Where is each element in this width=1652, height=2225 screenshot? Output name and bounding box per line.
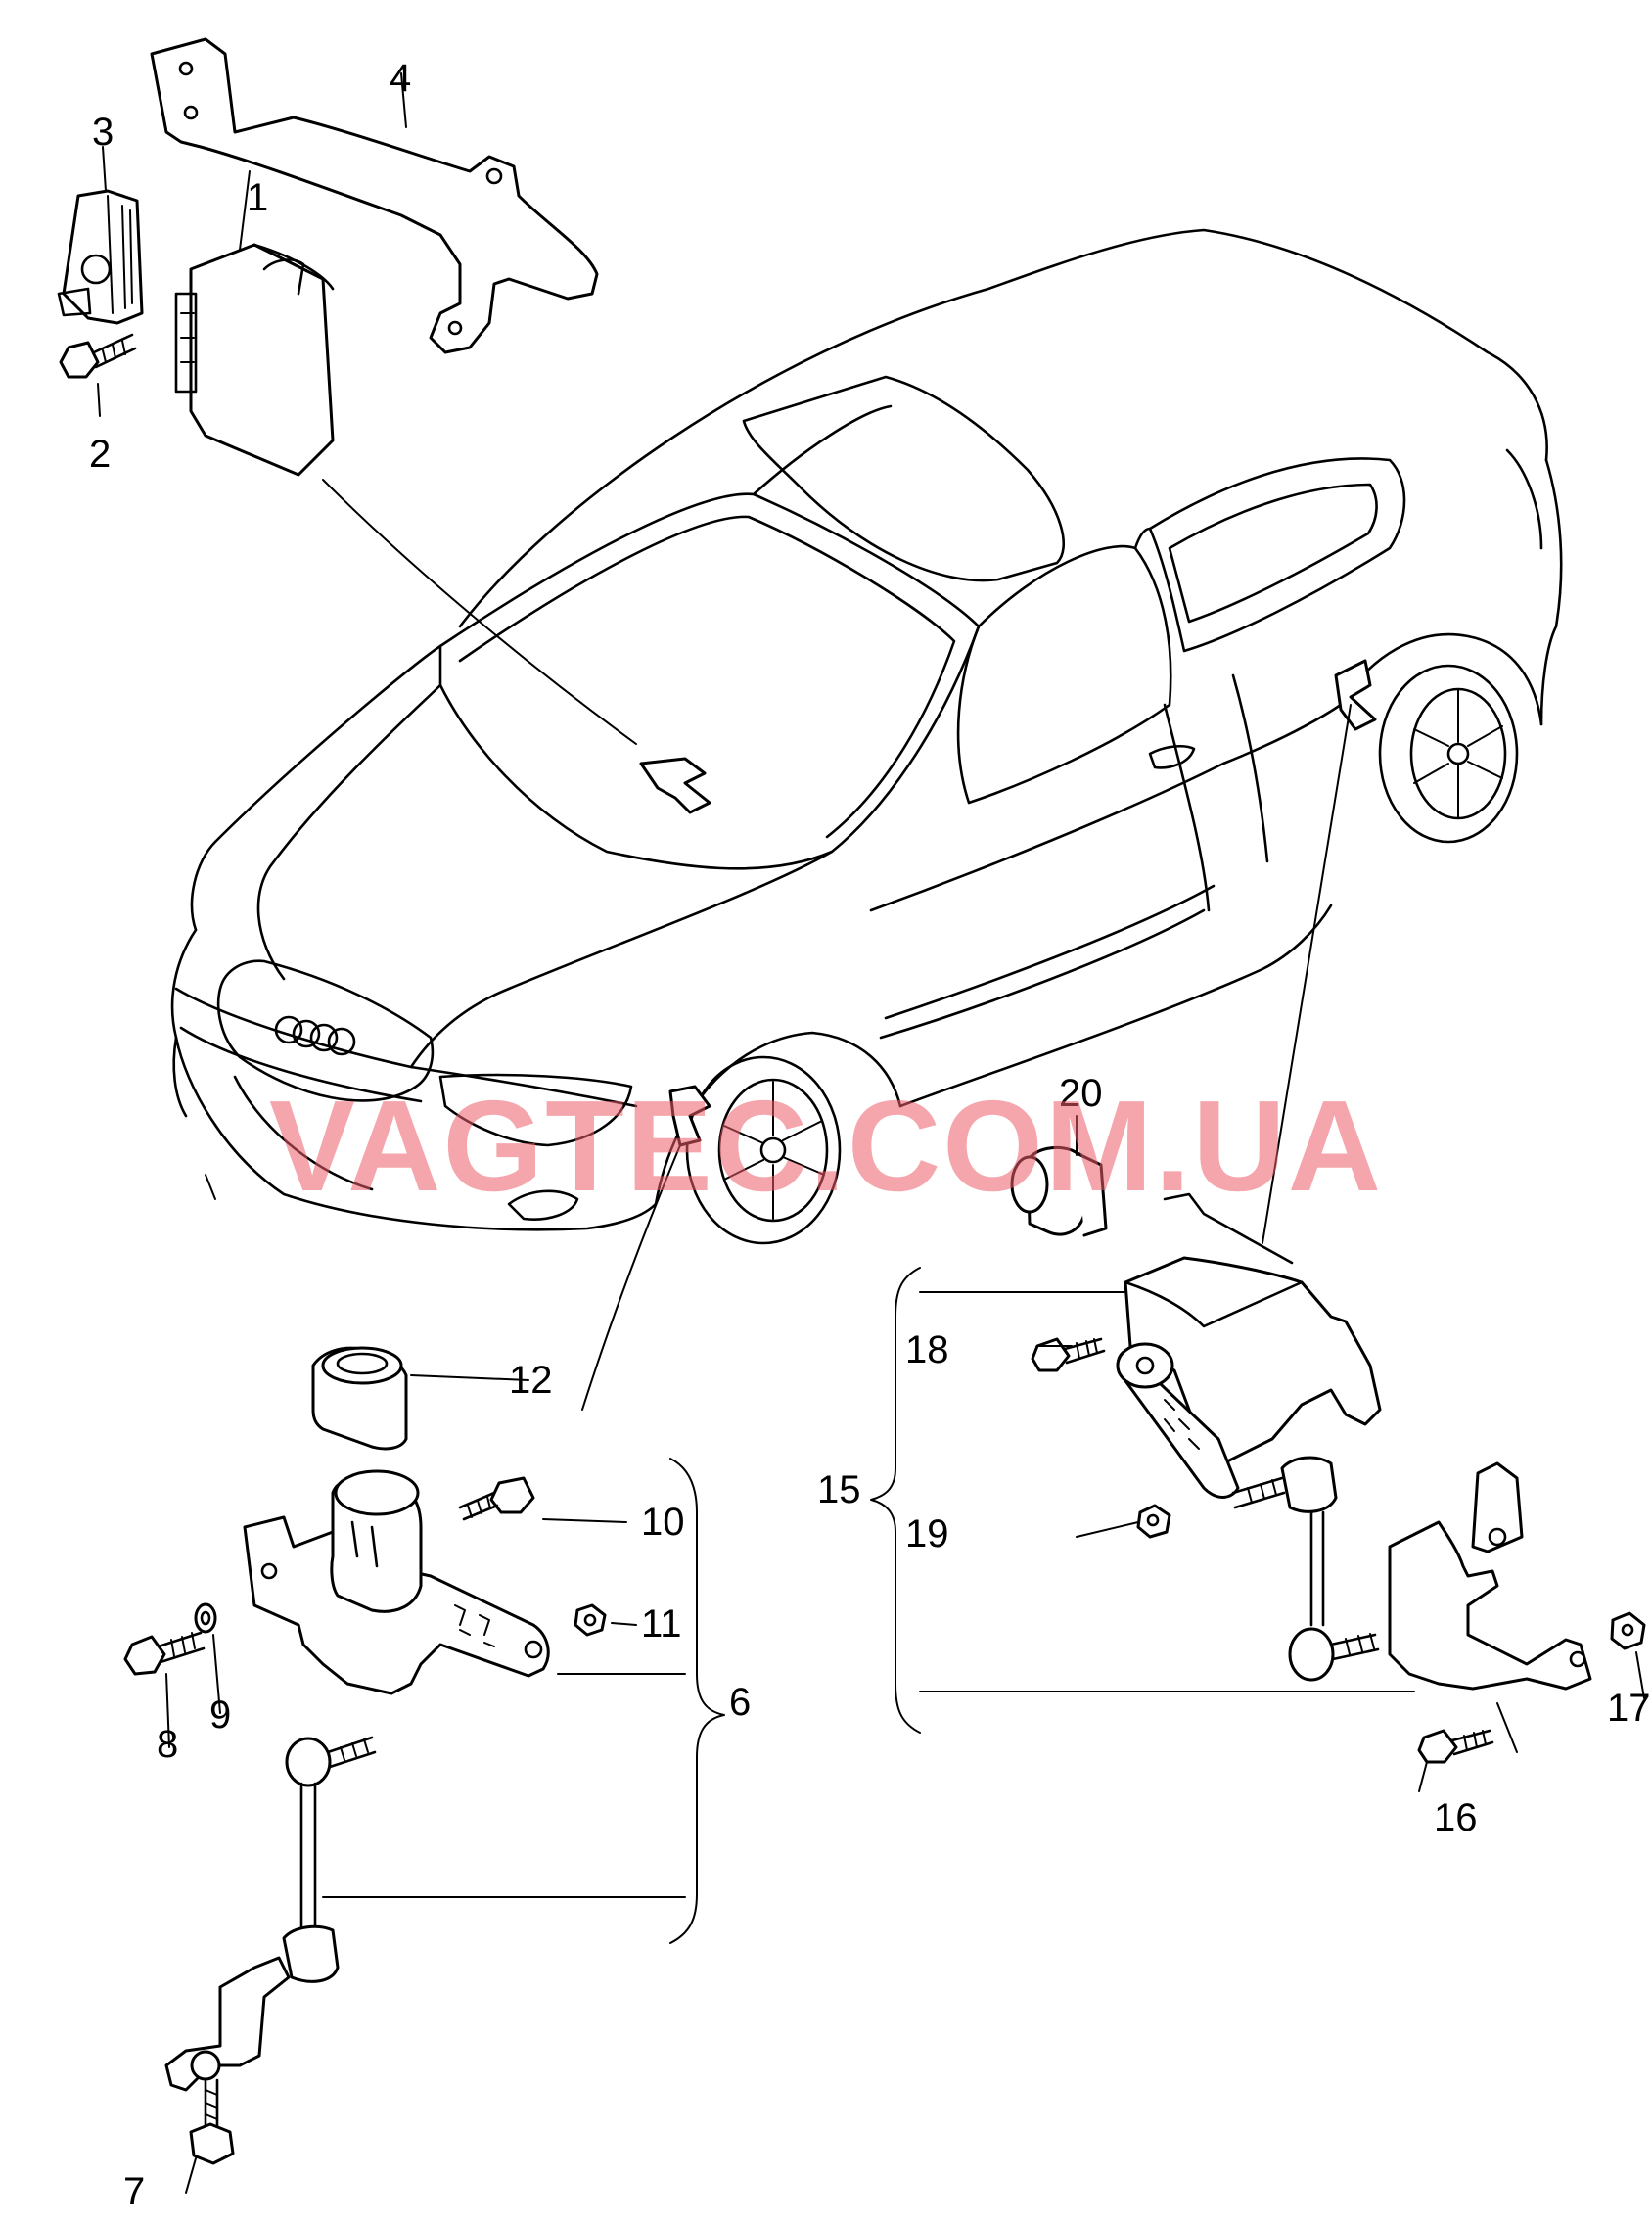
callout-labels: 1 2 3 4 6 7 8 9 10 11 12 15 16 17 18 19 … xyxy=(89,57,1651,2213)
part-6-sensor xyxy=(243,1469,550,1695)
callout-15: 15 xyxy=(817,1468,861,1511)
callout-11: 11 xyxy=(641,1602,682,1646)
part-2-bolt xyxy=(59,333,137,379)
part-10-bolt xyxy=(458,1476,535,1521)
part-11-nut xyxy=(574,1603,607,1637)
part-15-sensor xyxy=(1116,1192,1382,1499)
callout-16: 16 xyxy=(1434,1796,1478,1839)
part-8-bolt xyxy=(123,1631,206,1676)
callout-1: 1 xyxy=(247,176,268,219)
callout-17: 17 xyxy=(1607,1687,1651,1730)
part-9-washer xyxy=(194,1602,217,1634)
part-7-nut xyxy=(189,2078,235,2165)
group-6-brace xyxy=(322,1458,725,1944)
callout-12: 12 xyxy=(509,1359,553,1402)
part-4-bracket xyxy=(150,37,599,354)
callout-20: 20 xyxy=(1059,1072,1103,1115)
callout-3: 3 xyxy=(92,111,114,154)
callout-19: 19 xyxy=(905,1512,949,1555)
part-bracket-right xyxy=(1388,1461,1592,1691)
callout-4: 4 xyxy=(390,57,411,100)
part-20-cap xyxy=(1010,1146,1108,1237)
group-15-brace xyxy=(870,1267,1415,1734)
part-rod-right xyxy=(1231,1456,1380,1682)
callout-7: 7 xyxy=(123,2170,145,2213)
callout-6: 6 xyxy=(729,1681,751,1724)
part-rod-left xyxy=(164,1736,377,2092)
callout-9: 9 xyxy=(209,1693,231,1737)
leader-lines xyxy=(97,72,1645,2194)
car-illustration xyxy=(170,228,1563,1245)
part-19-nut xyxy=(1136,1504,1171,1539)
callout-2: 2 xyxy=(89,433,111,476)
part-12-cap xyxy=(311,1346,408,1451)
part-18-bolt xyxy=(1031,1337,1106,1372)
part-17-nut xyxy=(1610,1611,1646,1650)
callout-18: 18 xyxy=(905,1328,949,1371)
callout-10: 10 xyxy=(641,1501,685,1544)
part-16-bolt xyxy=(1417,1729,1494,1764)
callout-8: 8 xyxy=(157,1723,178,1766)
part-3-relay xyxy=(57,189,144,325)
part-1-control-unit xyxy=(174,243,335,477)
